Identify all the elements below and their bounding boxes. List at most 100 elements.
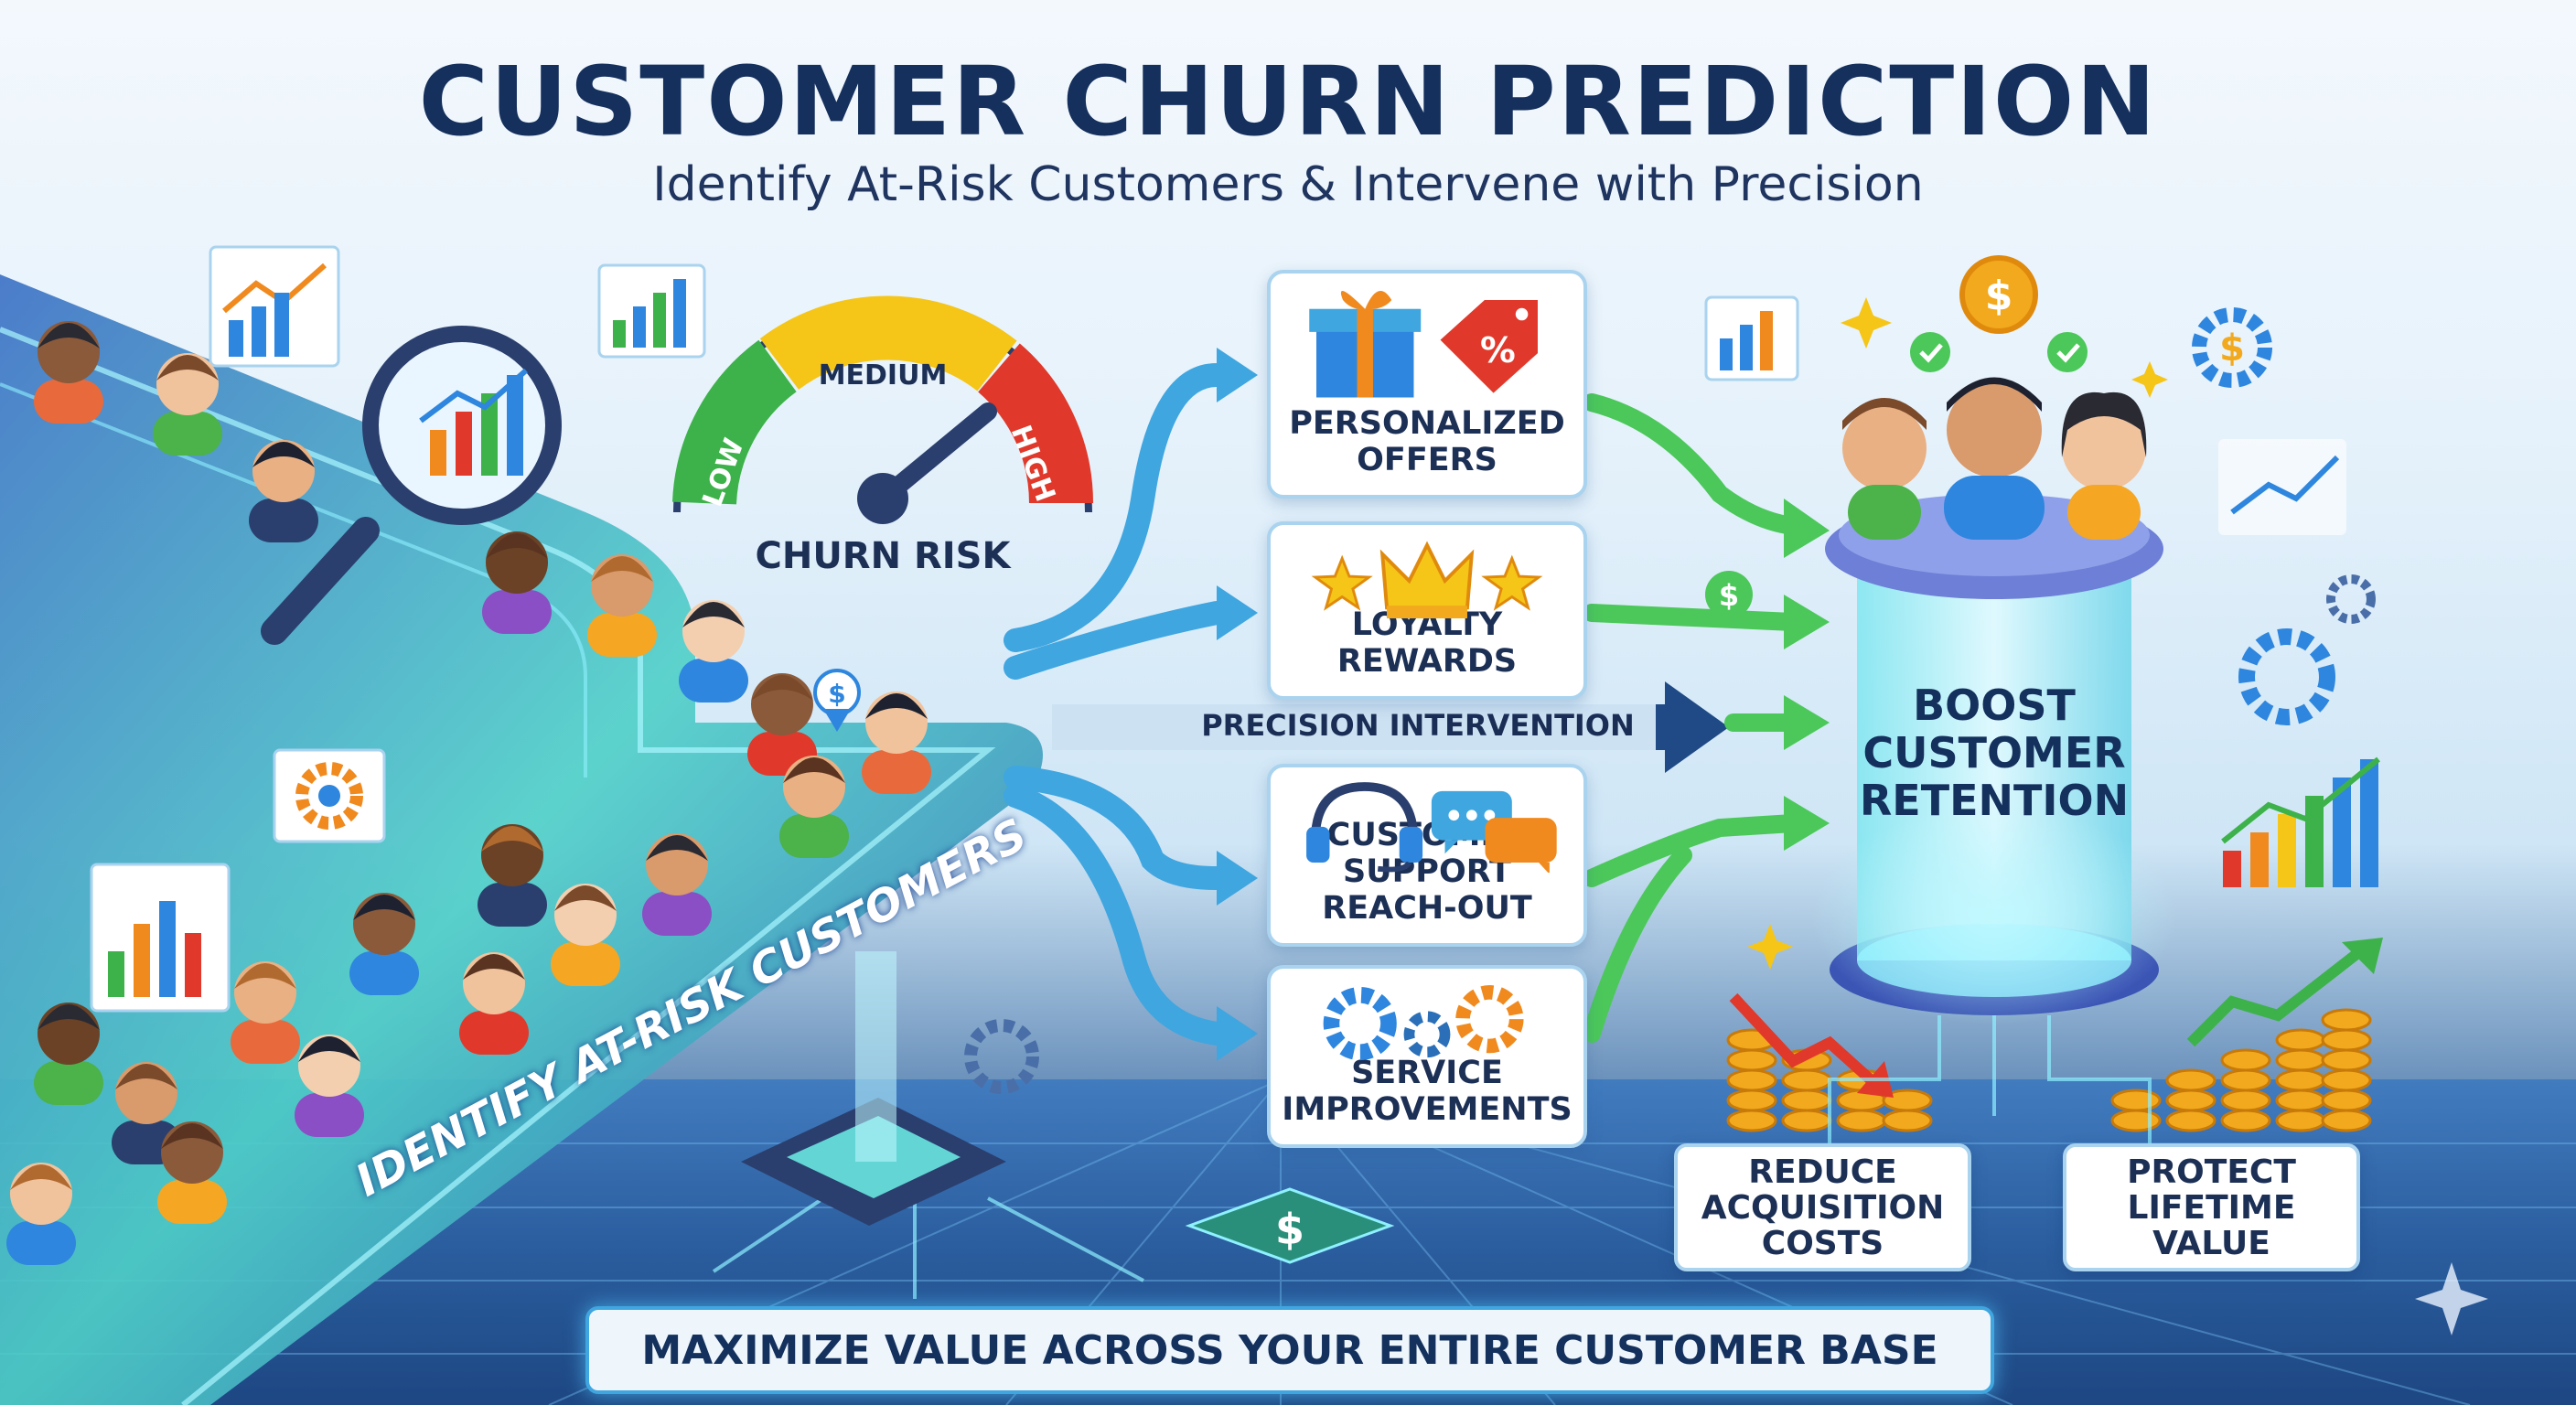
customer-avatar: [482, 531, 552, 634]
coin: [2110, 1109, 2162, 1132]
bar-chart-icon: [90, 863, 231, 1013]
customer-avatars: [6, 321, 931, 1265]
customer-avatar: [249, 440, 318, 542]
coin: [1726, 1109, 1777, 1132]
gear-icon: [1323, 985, 1524, 1061]
retention-cylinder: [1811, 494, 2177, 1024]
coin: [1836, 1109, 1887, 1132]
intervention-card-service: SERVICE IMPROVEMENTS: [1267, 965, 1587, 1148]
coin: [2165, 1109, 2216, 1132]
gift-icon: [1309, 290, 1422, 398]
coin: [2321, 1089, 2372, 1112]
churn-risk-gauge: LOW MEDIUM HIGH: [672, 295, 1093, 524]
line-chart-icon: [2218, 439, 2346, 535]
increasing-arrow: [2186, 938, 2383, 1047]
customer-avatar: [295, 1035, 364, 1137]
coin: [2220, 1048, 2271, 1072]
gear-icon: $: [2192, 307, 2272, 388]
customer-avatar: [642, 833, 712, 936]
coin-stack-icon: [1726, 1008, 2372, 1132]
coin: [2321, 1048, 2372, 1072]
coin: [2275, 1089, 2326, 1112]
dollar-coin-icon: $: [1959, 255, 2038, 334]
coin: [1882, 1089, 1933, 1112]
page-title: CUSTOMER CHURN PREDICTION: [418, 46, 2158, 157]
coin: [1882, 1109, 1933, 1132]
customer-avatar: [34, 321, 103, 424]
gear-icon: [2238, 574, 2376, 725]
checkmark-icon: [1910, 332, 2088, 372]
coin: [2321, 1109, 2372, 1132]
benefit-protect-value: PROTECT LIFETIME VALUE: [2063, 1143, 2360, 1271]
dollar-badge: $: [1185, 1187, 1395, 1264]
happy-customers: [1842, 377, 2147, 540]
customer-avatar: [459, 952, 529, 1055]
bar-chart-icon: [597, 263, 706, 359]
customer-avatar: [551, 884, 620, 986]
magnifier-chart-icon: [261, 326, 562, 645]
coin: [2275, 1028, 2326, 1052]
percent-glyph: %: [1480, 330, 1516, 371]
coin: [2165, 1068, 2216, 1092]
coin: [2321, 1028, 2372, 1052]
support-icons: [1306, 782, 1557, 874]
retention-arrowheads: [1784, 499, 1830, 851]
dollar-glyph: $: [2219, 327, 2245, 370]
coin: [1726, 1089, 1777, 1112]
retention-arrows: [1583, 393, 1802, 1043]
gauge-medium-label: MEDIUM: [819, 359, 948, 391]
customer-avatar: [6, 1163, 76, 1265]
sparkle-icon: [2415, 1262, 2488, 1335]
intervention-label: SERVICE IMPROVEMENTS: [1282, 1055, 1572, 1128]
dollar-glyph: $: [1719, 578, 1739, 613]
customer-avatar: [862, 692, 931, 794]
microchip-icon: [741, 951, 1006, 1226]
intervention-card-loyalty: LOYALTY REWARDS: [1267, 521, 1587, 700]
coin: [2165, 1089, 2216, 1112]
coin: [1781, 1068, 1832, 1092]
sparkle-icon: [1747, 297, 2168, 970]
star-icon: [1311, 554, 1543, 611]
retention-label: BOOST CUSTOMER RETENTION: [1859, 681, 2130, 825]
gear-icon: [964, 1019, 1039, 1094]
dollar-glyph: $: [1985, 273, 2013, 319]
coin: [1726, 1048, 1777, 1072]
gift-and-tag-icons: %: [1309, 290, 1538, 398]
chat-bubbles-icon: [1431, 790, 1557, 874]
bar-chart-icon: [1704, 295, 1799, 381]
customer-avatar: [349, 893, 419, 995]
bar-chart-icon: [209, 245, 340, 368]
dollar-coin-icon: $: [1705, 571, 1753, 618]
coin: [2110, 1089, 2162, 1112]
bar-chart-icon: [2221, 756, 2380, 887]
coin: [2321, 1068, 2372, 1092]
coin: [2275, 1068, 2326, 1092]
dollar-glyph: $: [828, 679, 845, 709]
coin: [2220, 1068, 2271, 1092]
coin: [2321, 1008, 2372, 1032]
gear-icon: [273, 748, 386, 843]
flow-arrows: [1004, 348, 1258, 1061]
gears-icons: [1323, 985, 1524, 1061]
coin: [2220, 1089, 2271, 1112]
churn-risk-label: CHURN RISK: [755, 535, 1011, 577]
customer-avatar: [679, 600, 748, 702]
customer-avatar: [747, 673, 817, 776]
circuit-lines: [712, 1015, 2152, 1299]
intervention-card-support: CUSTOMER SUPPORT REACH-OUT: [1267, 764, 1587, 947]
customer-avatar: [478, 824, 547, 927]
intervention-label: LOYALTY REWARDS: [1336, 606, 1518, 680]
customer-avatar: [153, 353, 222, 456]
coin: [2275, 1048, 2326, 1072]
precision-intervention-label: PRECISION INTERVENTION: [1201, 708, 1635, 743]
customer-avatar: [157, 1121, 227, 1224]
coin: [2275, 1109, 2326, 1132]
intervention-label: PERSONALIZED OFFERS: [1289, 405, 1565, 478]
dollar-glyph: $: [1275, 1205, 1304, 1254]
crown-and-stars-icons: [1311, 541, 1543, 619]
customer-avatar: [34, 1003, 103, 1105]
precision-intervention-arrow: [1052, 681, 1729, 773]
intervention-card-offers: % PERSONALIZED OFFERS: [1267, 270, 1587, 499]
benefit-reduce-costs: REDUCE ACQUISITION COSTS: [1674, 1143, 1971, 1271]
